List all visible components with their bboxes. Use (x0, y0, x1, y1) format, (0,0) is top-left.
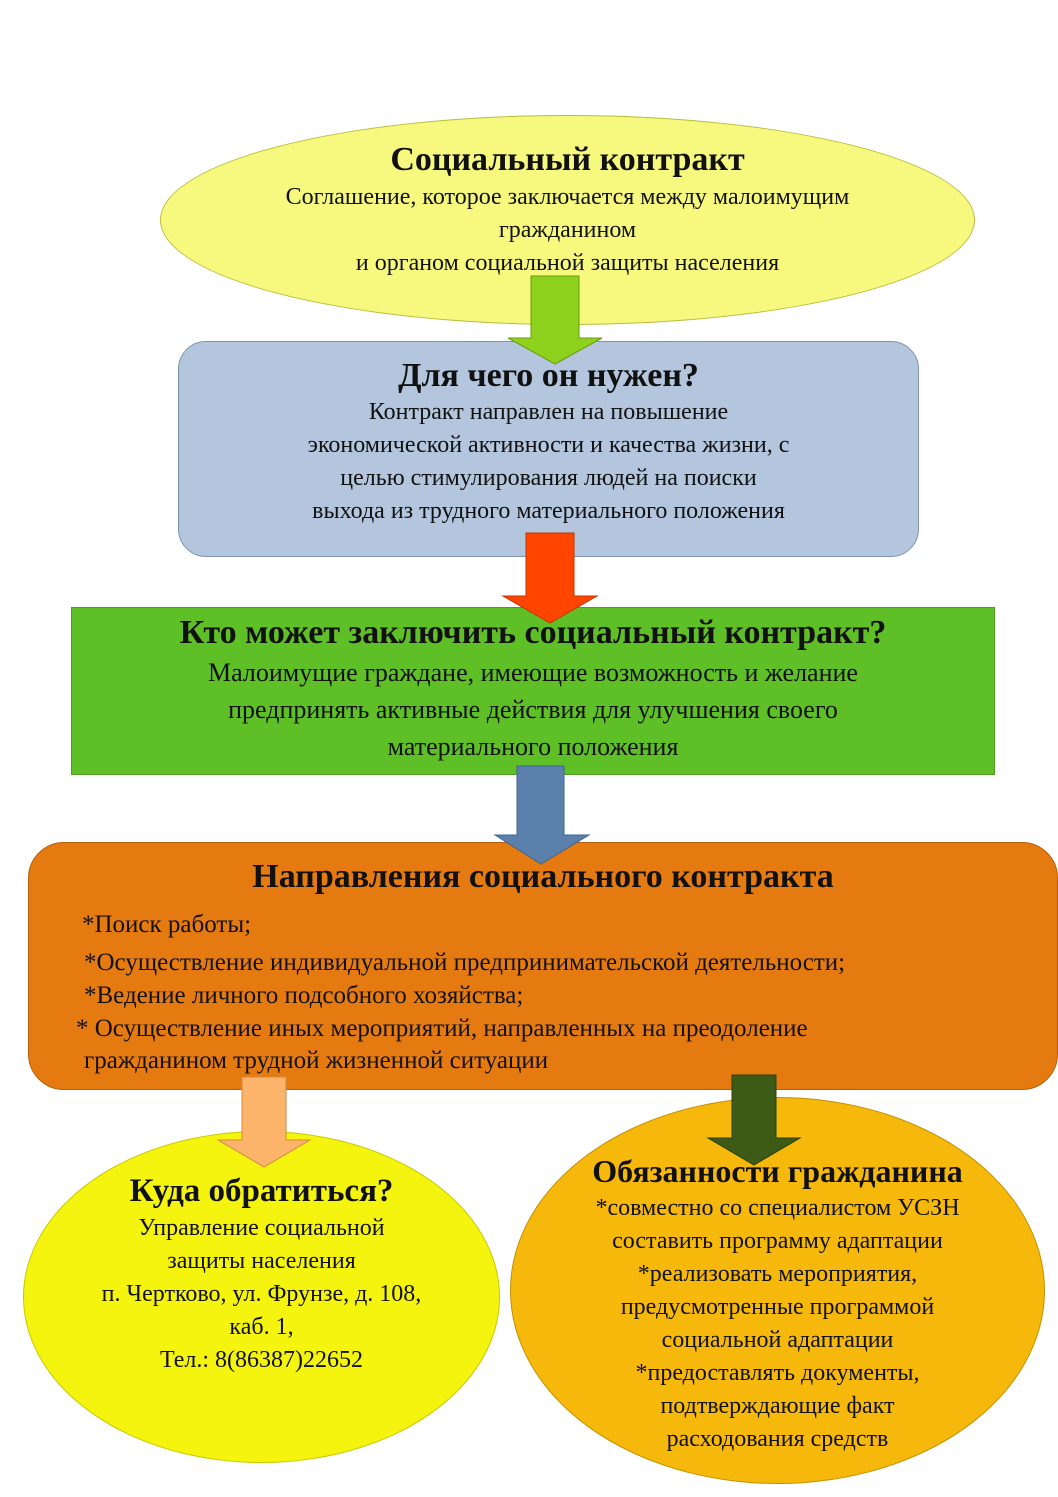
directions-item: гражданином трудной жизненной ситуации (84, 1047, 549, 1074)
duties-line: подтверждающие факт (660, 1393, 895, 1419)
arrow-down-icon (706, 1074, 802, 1166)
purpose-text: Для чего он нужен? Контракт направлен на… (178, 356, 919, 528)
arrow-1-shape (507, 275, 603, 365)
where-line: п. Чертково, ул. Фрунзе, д. 108, (101, 1281, 422, 1307)
duties-line: *реализовать мероприятия, (637, 1261, 918, 1287)
purpose-line: целью стимулирования людей на поиски (340, 465, 757, 491)
arrow-down-icon (216, 1076, 312, 1168)
duties-line: предусмотренные программой (620, 1294, 935, 1320)
arrow-down-icon (507, 275, 603, 365)
arrow-3-shape (493, 765, 591, 865)
who-title: Кто может заключить социальный контракт? (179, 614, 887, 651)
directions-title: Направления социального контракта (252, 858, 834, 895)
where-ellipse (23, 1131, 500, 1463)
duties-title: Обязанности гражданина (592, 1153, 963, 1189)
duties-line: *совместно со специалистом УСЗН (595, 1195, 960, 1221)
purpose-title: Для чего он нужен? (398, 357, 699, 394)
directions-box (28, 842, 1058, 1090)
contract-line: и органом социальной защиты населения (355, 250, 780, 276)
purpose-line: выхода из трудного материального положен… (312, 498, 785, 524)
directions-item: *Ведение личного подсобного хозяйства; (84, 982, 524, 1009)
where-line: Тел.: 8(86387)22652 (159, 1347, 364, 1373)
contract-line: гражданином (498, 217, 637, 243)
arrow-down-icon (501, 532, 599, 624)
directions-item: *Поиск работы; (82, 911, 252, 938)
where-line: каб. 1, (229, 1314, 294, 1340)
purpose-line: экономической активности и качества жизн… (307, 432, 790, 458)
who-text: Кто может заключить социальный контракт?… (71, 612, 995, 765)
arrow-2-shape (501, 532, 599, 624)
duties-line: расходования средств (666, 1426, 889, 1452)
arrow-down-icon (493, 765, 591, 865)
purpose-line: Контракт направлен на повышение (368, 399, 729, 425)
directions-item: * Осуществление иных мероприятий, направ… (76, 1015, 808, 1042)
who-line: материального положения (387, 732, 679, 761)
arrow-4-shape (216, 1076, 312, 1168)
duties-line: социальной адаптации (661, 1327, 894, 1353)
duties-line: составить программу адаптации (612, 1228, 943, 1254)
where-line: Управление социальной (138, 1215, 385, 1241)
contract-title: Социальный контракт (390, 141, 745, 178)
where-text: Куда обратиться? Управление социальной з… (23, 1170, 500, 1377)
contract-text: Социальный контракт Соглашение, которое … (160, 139, 975, 280)
where-line: защиты населения (167, 1248, 356, 1274)
who-box (71, 607, 995, 775)
who-line: Малоимущие граждане, имеющие возможность… (208, 658, 858, 687)
who-line: предпринять активные действия для улучше… (228, 695, 838, 724)
arrow-5-shape (706, 1074, 802, 1166)
where-title: Куда обратиться? (129, 1173, 394, 1209)
duties-text: Обязанности гражданина *совместно со спе… (510, 1150, 1045, 1456)
contract-line: Соглашение, которое заключается между ма… (285, 184, 850, 210)
duties-ellipse (510, 1097, 1045, 1484)
duties-line: *предоставлять документы, (635, 1360, 920, 1386)
directions-item: *Осуществление индивидуальной предприним… (84, 949, 846, 976)
